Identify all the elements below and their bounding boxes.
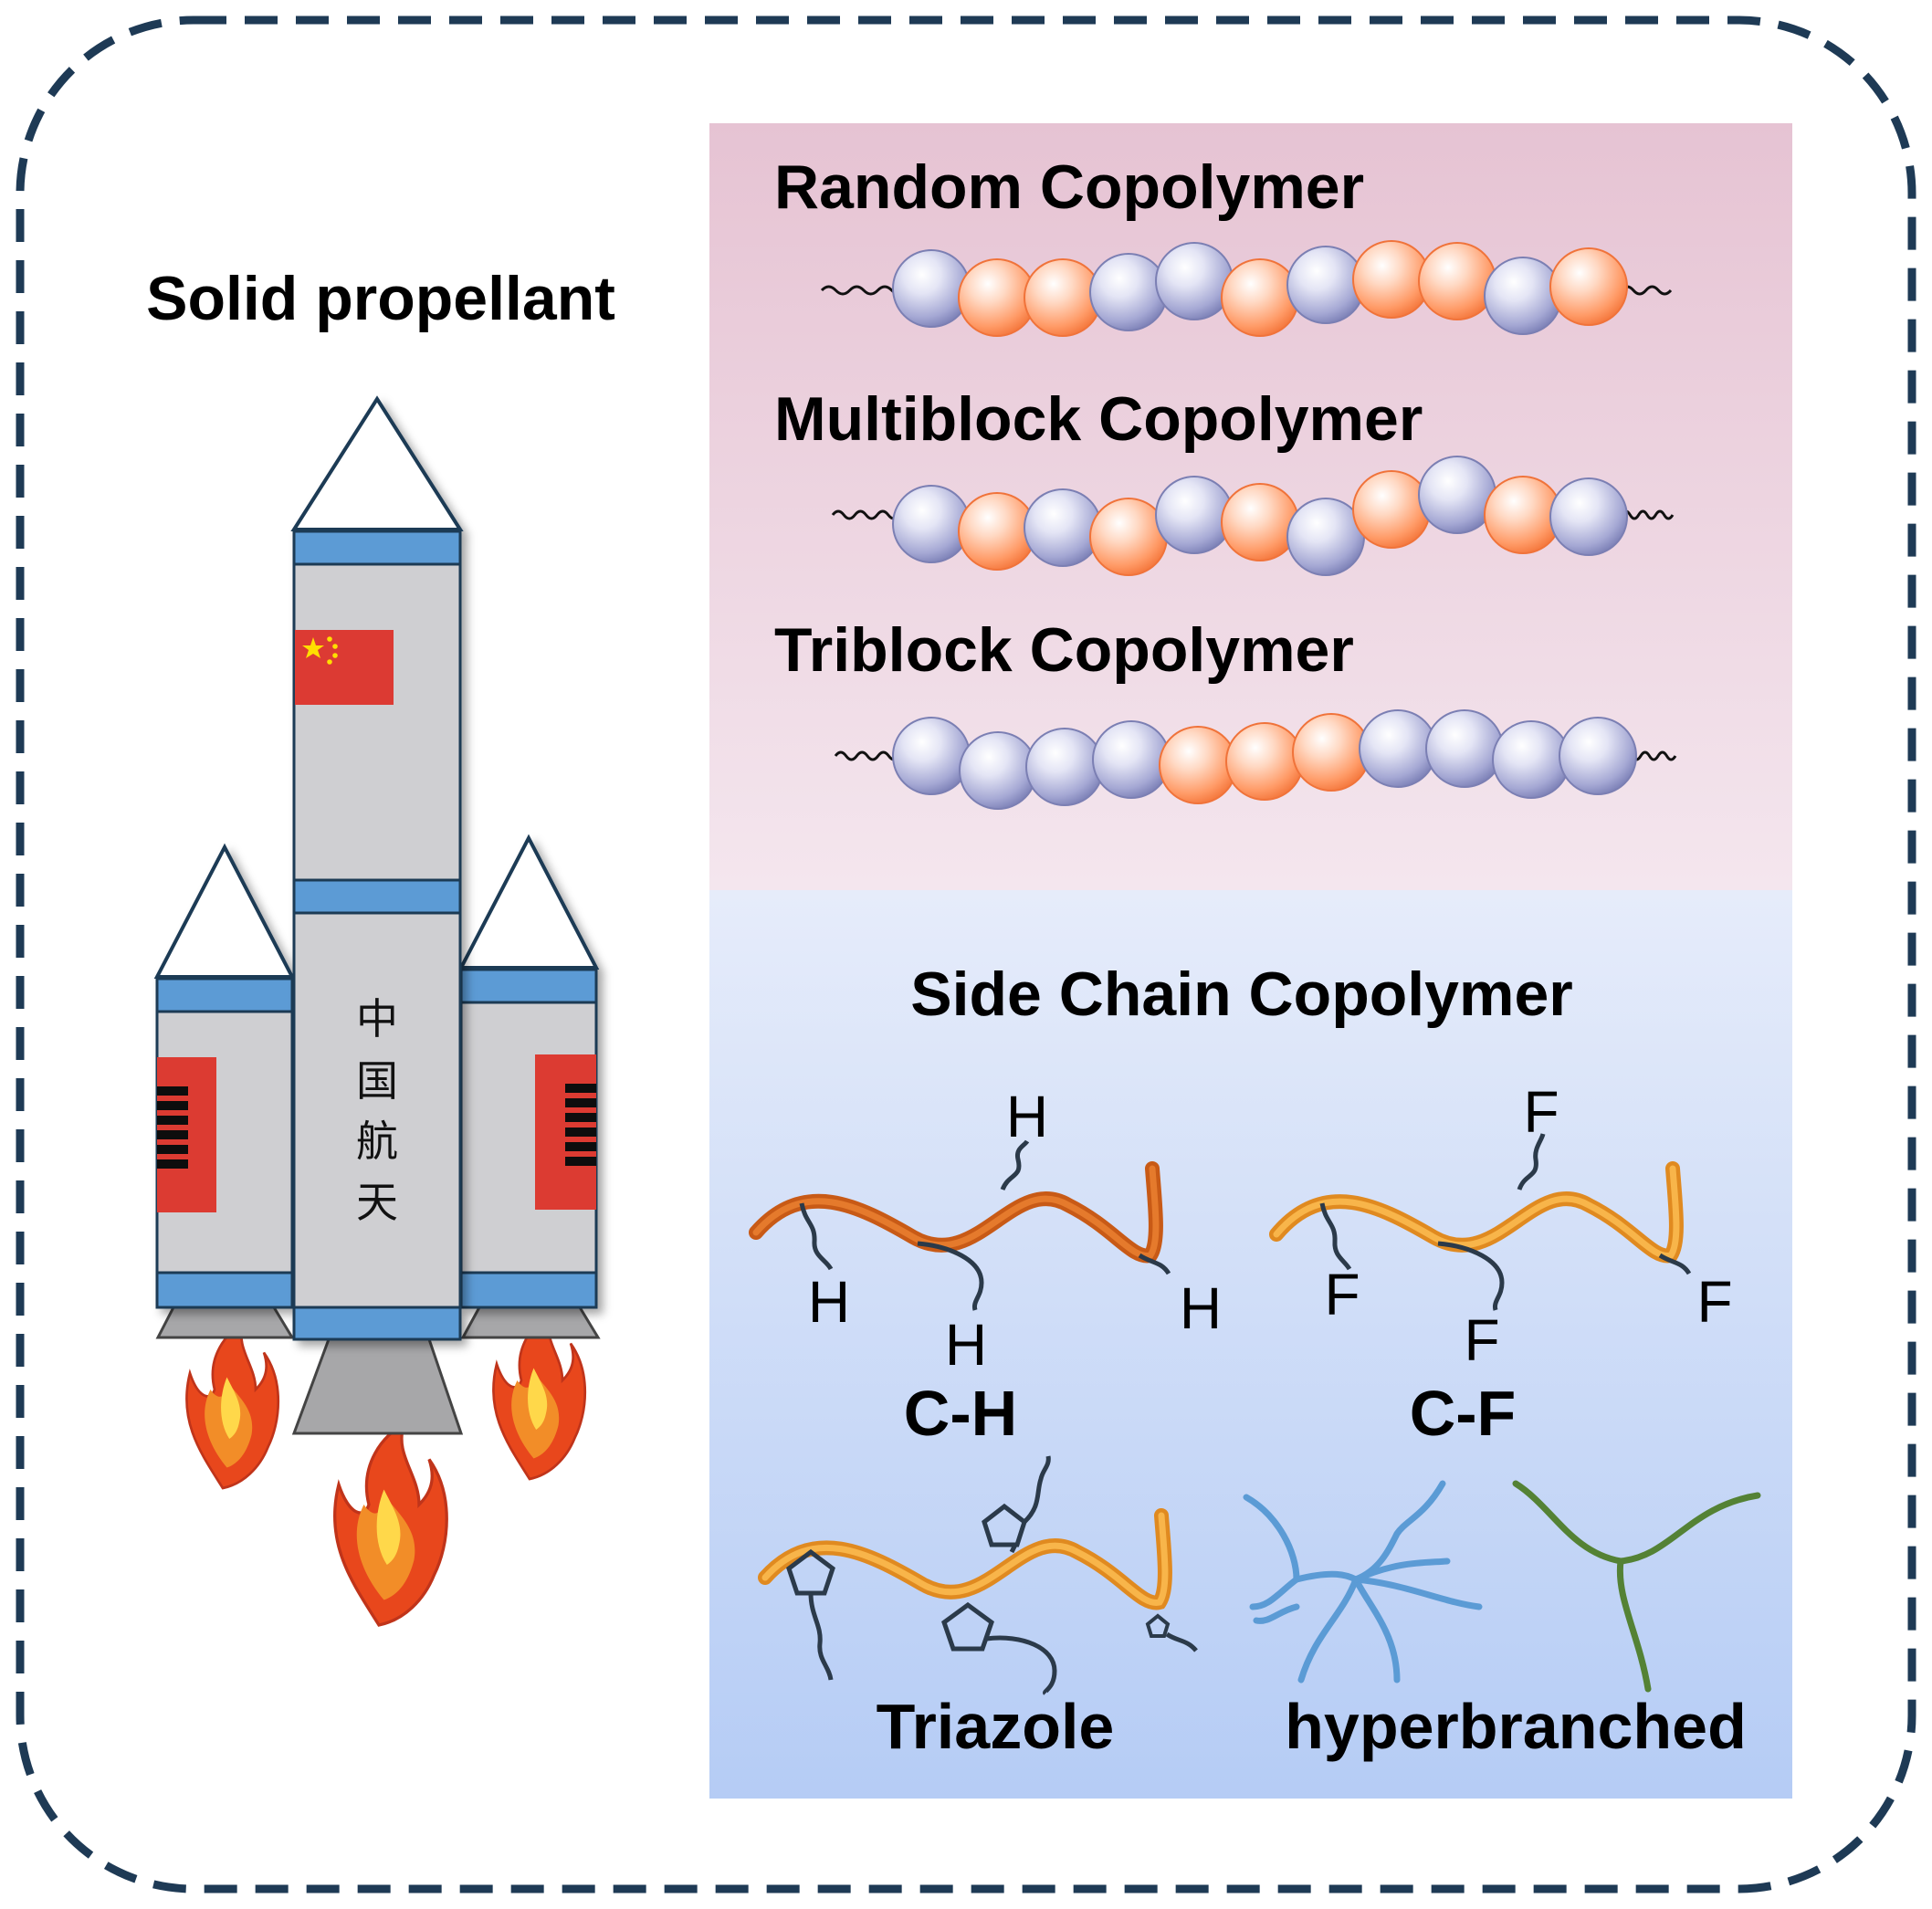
rocket-char-1: 中 (356, 994, 398, 1044)
blue-monomer-bead (1092, 720, 1171, 799)
blue-monomer-bead (1359, 709, 1437, 788)
dashed-frame (16, 16, 1916, 1893)
right-booster-flame (492, 1313, 587, 1481)
left-booster (153, 843, 296, 1309)
multiblock-copolymer-title: Multiblock Copolymer (774, 384, 1423, 454)
orange-monomer-bead (1221, 258, 1299, 337)
cf-atom-right: F (1696, 1269, 1732, 1335)
left-booster-stripes (157, 1086, 188, 1169)
side-chain-panel (709, 890, 1792, 1799)
blue-monomer-bead (892, 249, 971, 328)
cf-atom-top: F (1523, 1079, 1559, 1145)
rocket-illustration: 中 国 航 天 (153, 395, 601, 1627)
right-nozzle (460, 1306, 601, 1339)
orange-monomer-bead (1292, 713, 1370, 792)
blue-branch (1243, 1480, 1483, 1683)
ch-backbone-diagram: H H H H C-H (749, 1084, 1222, 1449)
triblock-copolymer-chain (834, 709, 1677, 810)
triazole-label: Triazole (877, 1691, 1115, 1762)
orange-monomer-bead (1352, 470, 1431, 549)
rocket-char-2: 国 (356, 1056, 398, 1106)
multiblock-copolymer-chain (831, 456, 1675, 576)
green-branch (1512, 1480, 1761, 1693)
ch-atom-right: H (1180, 1275, 1222, 1341)
blue-monomer-bead (1425, 709, 1504, 788)
left-booster-flame (185, 1322, 280, 1490)
blue-monomer-bead (1155, 476, 1234, 554)
chain-end-left (834, 750, 901, 761)
blue-monomer-bead (1089, 253, 1168, 331)
blue-monomer-bead (1549, 477, 1628, 556)
rocket-char-4: 天 (356, 1178, 398, 1227)
hyperbranched-label: hyperbranched (1285, 1691, 1747, 1762)
orange-monomer-bead (1225, 722, 1304, 801)
orange-monomer-bead (1159, 726, 1237, 804)
blue-monomer-bead (1155, 242, 1234, 320)
orange-monomer-bead (1549, 247, 1628, 326)
hyperbranched-diagram: hyperbranched (1243, 1480, 1761, 1762)
blue-monomer-bead (1025, 728, 1104, 806)
random-copolymer-chain (820, 240, 1673, 337)
solid-propellant-title: Solid propellant (146, 264, 615, 333)
china-flag (295, 630, 394, 705)
blue-monomer-bead (1286, 246, 1365, 324)
orange-monomer-bead (1418, 242, 1496, 320)
cf-backbone-diagram: F F F F C-F (1269, 1079, 1733, 1449)
triazole-diagram: Triazole (758, 1455, 1198, 1762)
rocket-body-text: 中 国 航 天 (356, 994, 398, 1227)
right-booster-stripes (565, 1084, 596, 1166)
random-copolymer-title: Random Copolymer (774, 152, 1364, 222)
ch-atom-bottom: H (945, 1312, 987, 1378)
ch-atom-left: H (808, 1269, 850, 1335)
blue-monomer-bead (959, 731, 1037, 810)
blue-monomer-bead (1024, 488, 1102, 567)
main-rocket-body (290, 395, 464, 1341)
orange-monomer-bead (1024, 258, 1102, 337)
chain-end-left (820, 285, 908, 296)
blue-monomer-bead (1492, 720, 1570, 799)
blue-monomer-bead (892, 717, 971, 795)
cf-label: C-F (1410, 1378, 1517, 1449)
cf-atom-bottom: F (1464, 1307, 1499, 1373)
ch-atom-top: H (1006, 1084, 1048, 1149)
cf-atom-left: F (1324, 1262, 1360, 1327)
right-booster (457, 834, 600, 1309)
side-chain-copolymer-title: Side Chain Copolymer (910, 960, 1572, 1029)
main-nozzle (291, 1337, 464, 1435)
blue-monomer-bead (1484, 257, 1562, 335)
blue-monomer-bead (1418, 456, 1496, 534)
blue-monomer-bead (892, 485, 971, 563)
blue-monomer-bead (1559, 717, 1637, 795)
main-engine-flame (332, 1422, 448, 1627)
chain-end-left (831, 509, 901, 520)
chain-end-right (1620, 509, 1675, 520)
left-nozzle (155, 1306, 295, 1339)
orange-monomer-bead (1221, 483, 1299, 561)
ch-label: C-H (904, 1378, 1017, 1449)
rocket-char-3: 航 (356, 1117, 398, 1166)
triblock-copolymer-title: Triblock Copolymer (774, 615, 1354, 685)
